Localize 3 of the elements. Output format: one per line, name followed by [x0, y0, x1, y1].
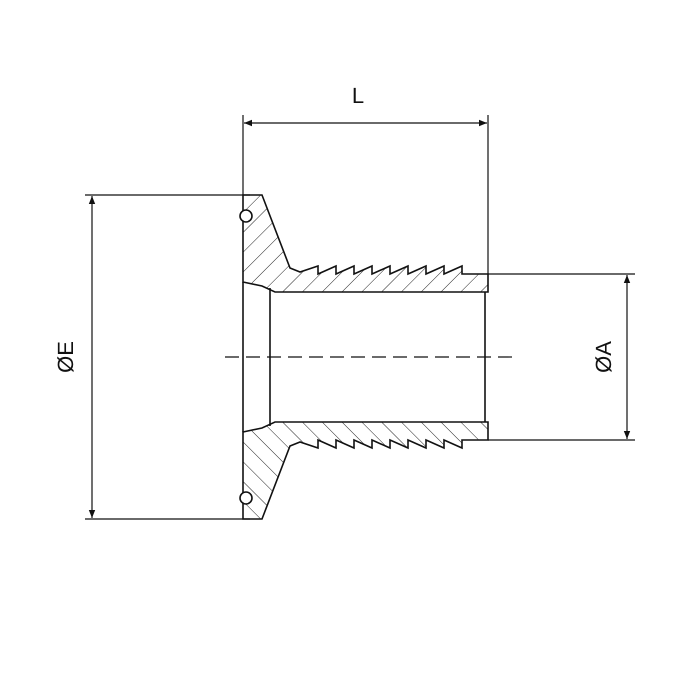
dimension-label: L — [352, 85, 364, 107]
dimension-label: ØA — [593, 341, 615, 373]
dimension-label: ØE — [55, 341, 77, 373]
